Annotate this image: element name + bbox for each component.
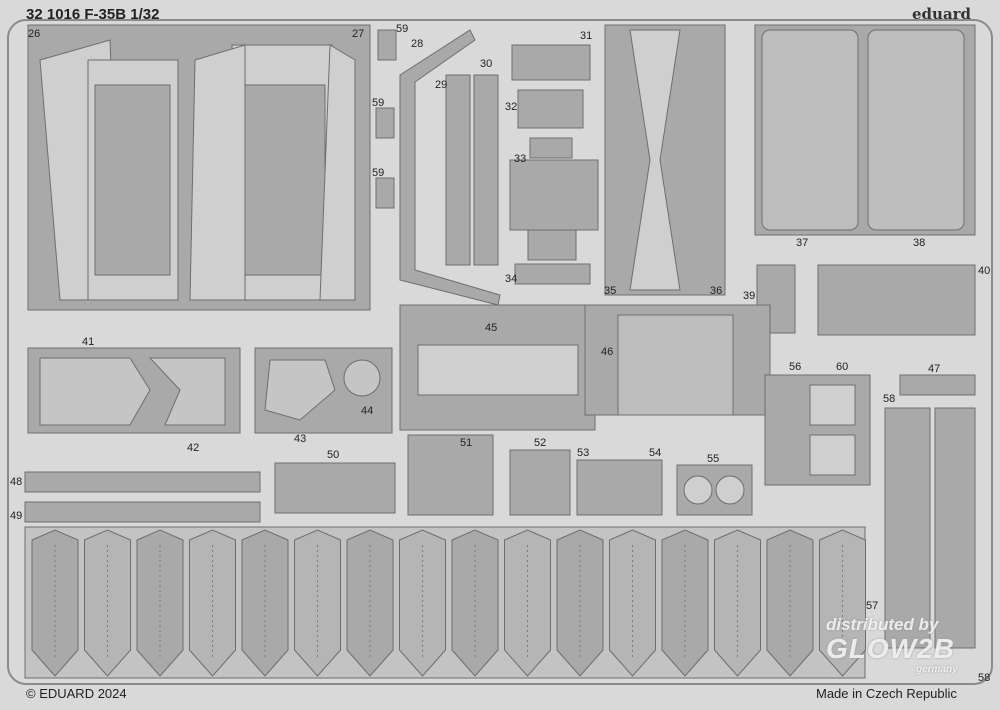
- part-57-strake: [189, 529, 236, 677]
- part-number-label: 32: [505, 101, 518, 113]
- made-in: Made in Czech Republic: [816, 686, 957, 701]
- part-57-strake: [556, 529, 604, 677]
- part-number-label: 59: [372, 97, 385, 109]
- part-number-label: 59: [396, 23, 409, 35]
- part-57-strake: [819, 529, 866, 677]
- brand-logo: eduard: [912, 5, 972, 23]
- part-number-label: 56: [789, 361, 802, 373]
- part-number-label: 51: [460, 437, 473, 449]
- watermark: distributed by GLOW2B germany: [826, 616, 958, 676]
- part-number-label: 47: [928, 363, 941, 375]
- part-number-label: 60: [836, 361, 849, 373]
- part-number-label: 58: [978, 672, 991, 684]
- part-number-label: 48: [10, 476, 23, 488]
- part-number-label: 40: [978, 265, 991, 277]
- part-57-strake: [136, 529, 184, 677]
- part-number-label: 29: [435, 79, 448, 91]
- copyright: © EDUARD 2024: [26, 686, 127, 701]
- part-number-label: 45: [485, 322, 498, 334]
- part-57-strake: [504, 529, 551, 677]
- part-57-strake: [661, 529, 709, 677]
- part-number-label: 53: [577, 447, 590, 459]
- part-number-label: 31: [580, 30, 593, 42]
- part-number-label: 35: [604, 285, 617, 297]
- part-57-strake: [241, 529, 289, 677]
- watermark-line1: distributed by: [826, 615, 939, 634]
- part-number-label: 30: [480, 58, 493, 70]
- part-28: [399, 29, 501, 306]
- part-57-strake: [714, 529, 761, 677]
- part-number-label: 46: [601, 346, 614, 358]
- part-57-strake: [609, 529, 656, 677]
- part-number-label: 42: [187, 442, 200, 454]
- part-number-label: 38: [913, 237, 926, 249]
- part-number-label: 36: [710, 285, 723, 297]
- part-number-label: 39: [743, 290, 756, 302]
- part-57-strake: [346, 529, 394, 677]
- part-57-strake: [84, 529, 131, 677]
- part-number-label: 57: [866, 600, 879, 612]
- part-57-strake: [766, 529, 814, 677]
- fret-title: 32 1016 F-35B 1/32: [26, 6, 160, 23]
- part-number-label: 41: [82, 336, 95, 348]
- part-number-label: 44: [361, 405, 374, 417]
- part-number-label: 49: [10, 510, 23, 522]
- part-number-label: 52: [534, 437, 547, 449]
- part-number-label: 43: [294, 433, 307, 445]
- part-57-strake: [294, 529, 341, 677]
- part-57-strake: [399, 529, 446, 677]
- part-number-label: 27: [352, 28, 365, 40]
- part-number-label: 58: [883, 393, 896, 405]
- part-26-27: [27, 24, 371, 311]
- part-57-strake: [31, 529, 79, 677]
- part-number-label: 26: [28, 28, 41, 40]
- part-number-label: 28: [411, 38, 424, 50]
- part-57-strake: [451, 529, 499, 677]
- part-number-label: 50: [327, 449, 340, 461]
- part-number-label: 34: [505, 273, 518, 285]
- part-number-label: 55: [707, 453, 720, 465]
- part-number-label: 59: [372, 167, 385, 179]
- watermark-line2: GLOW2B: [826, 633, 955, 664]
- part-number-label: 33: [514, 153, 527, 165]
- part-number-label: 37: [796, 237, 809, 249]
- watermark-line3: germany: [916, 664, 958, 675]
- part-number-label: 54: [649, 447, 662, 459]
